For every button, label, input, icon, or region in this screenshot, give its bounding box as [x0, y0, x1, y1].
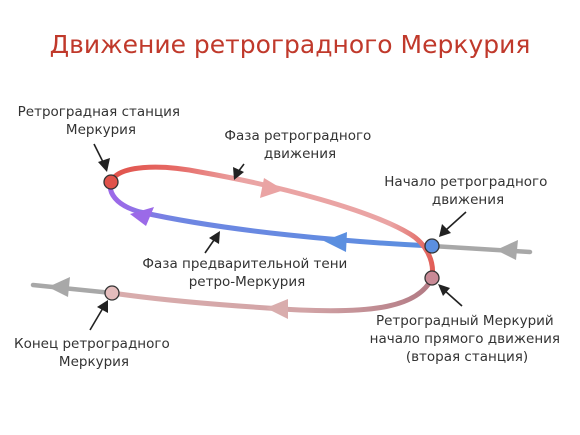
label-shadow: Фаза предварительной тени ретро-Меркурия	[142, 256, 351, 290]
end-retrograde-path	[109, 275, 435, 314]
pointer-second-station	[438, 284, 463, 307]
pointer-start-retro	[439, 211, 467, 237]
bottom-arrow	[266, 299, 288, 319]
start-retrograde-point	[424, 238, 440, 254]
shadow-phase-path	[107, 179, 435, 249]
label-second-station: Ретроградный Меркурий начало прямого дви…	[370, 313, 565, 365]
retrograde-phase-path	[108, 164, 436, 281]
page-title: Движение ретроградного Меркурия	[50, 30, 531, 59]
label-retro-phase: Фаза ретроградного движения	[224, 128, 375, 162]
pointer-shadow	[204, 231, 220, 254]
retrograde-arrow	[260, 178, 284, 198]
shadow-arrow	[324, 232, 347, 252]
pointer-station	[93, 143, 110, 172]
purple-arrow	[130, 207, 154, 226]
label-end-retro: Конец ретроградного Меркурия	[14, 336, 174, 370]
incoming-arrow	[496, 240, 518, 260]
label-station: Ретроградная станция Меркурия	[18, 104, 185, 138]
label-start-retro: Начало ретроградного движения	[384, 174, 551, 208]
outgoing-direct-path	[30, 282, 115, 296]
second-station-point	[424, 270, 440, 286]
pointer-end-retro	[89, 300, 108, 331]
station-point	[103, 174, 119, 190]
pointer-retro-phase	[233, 163, 245, 180]
outgoing-arrow	[48, 277, 70, 297]
end-retrograde-point	[104, 285, 120, 301]
